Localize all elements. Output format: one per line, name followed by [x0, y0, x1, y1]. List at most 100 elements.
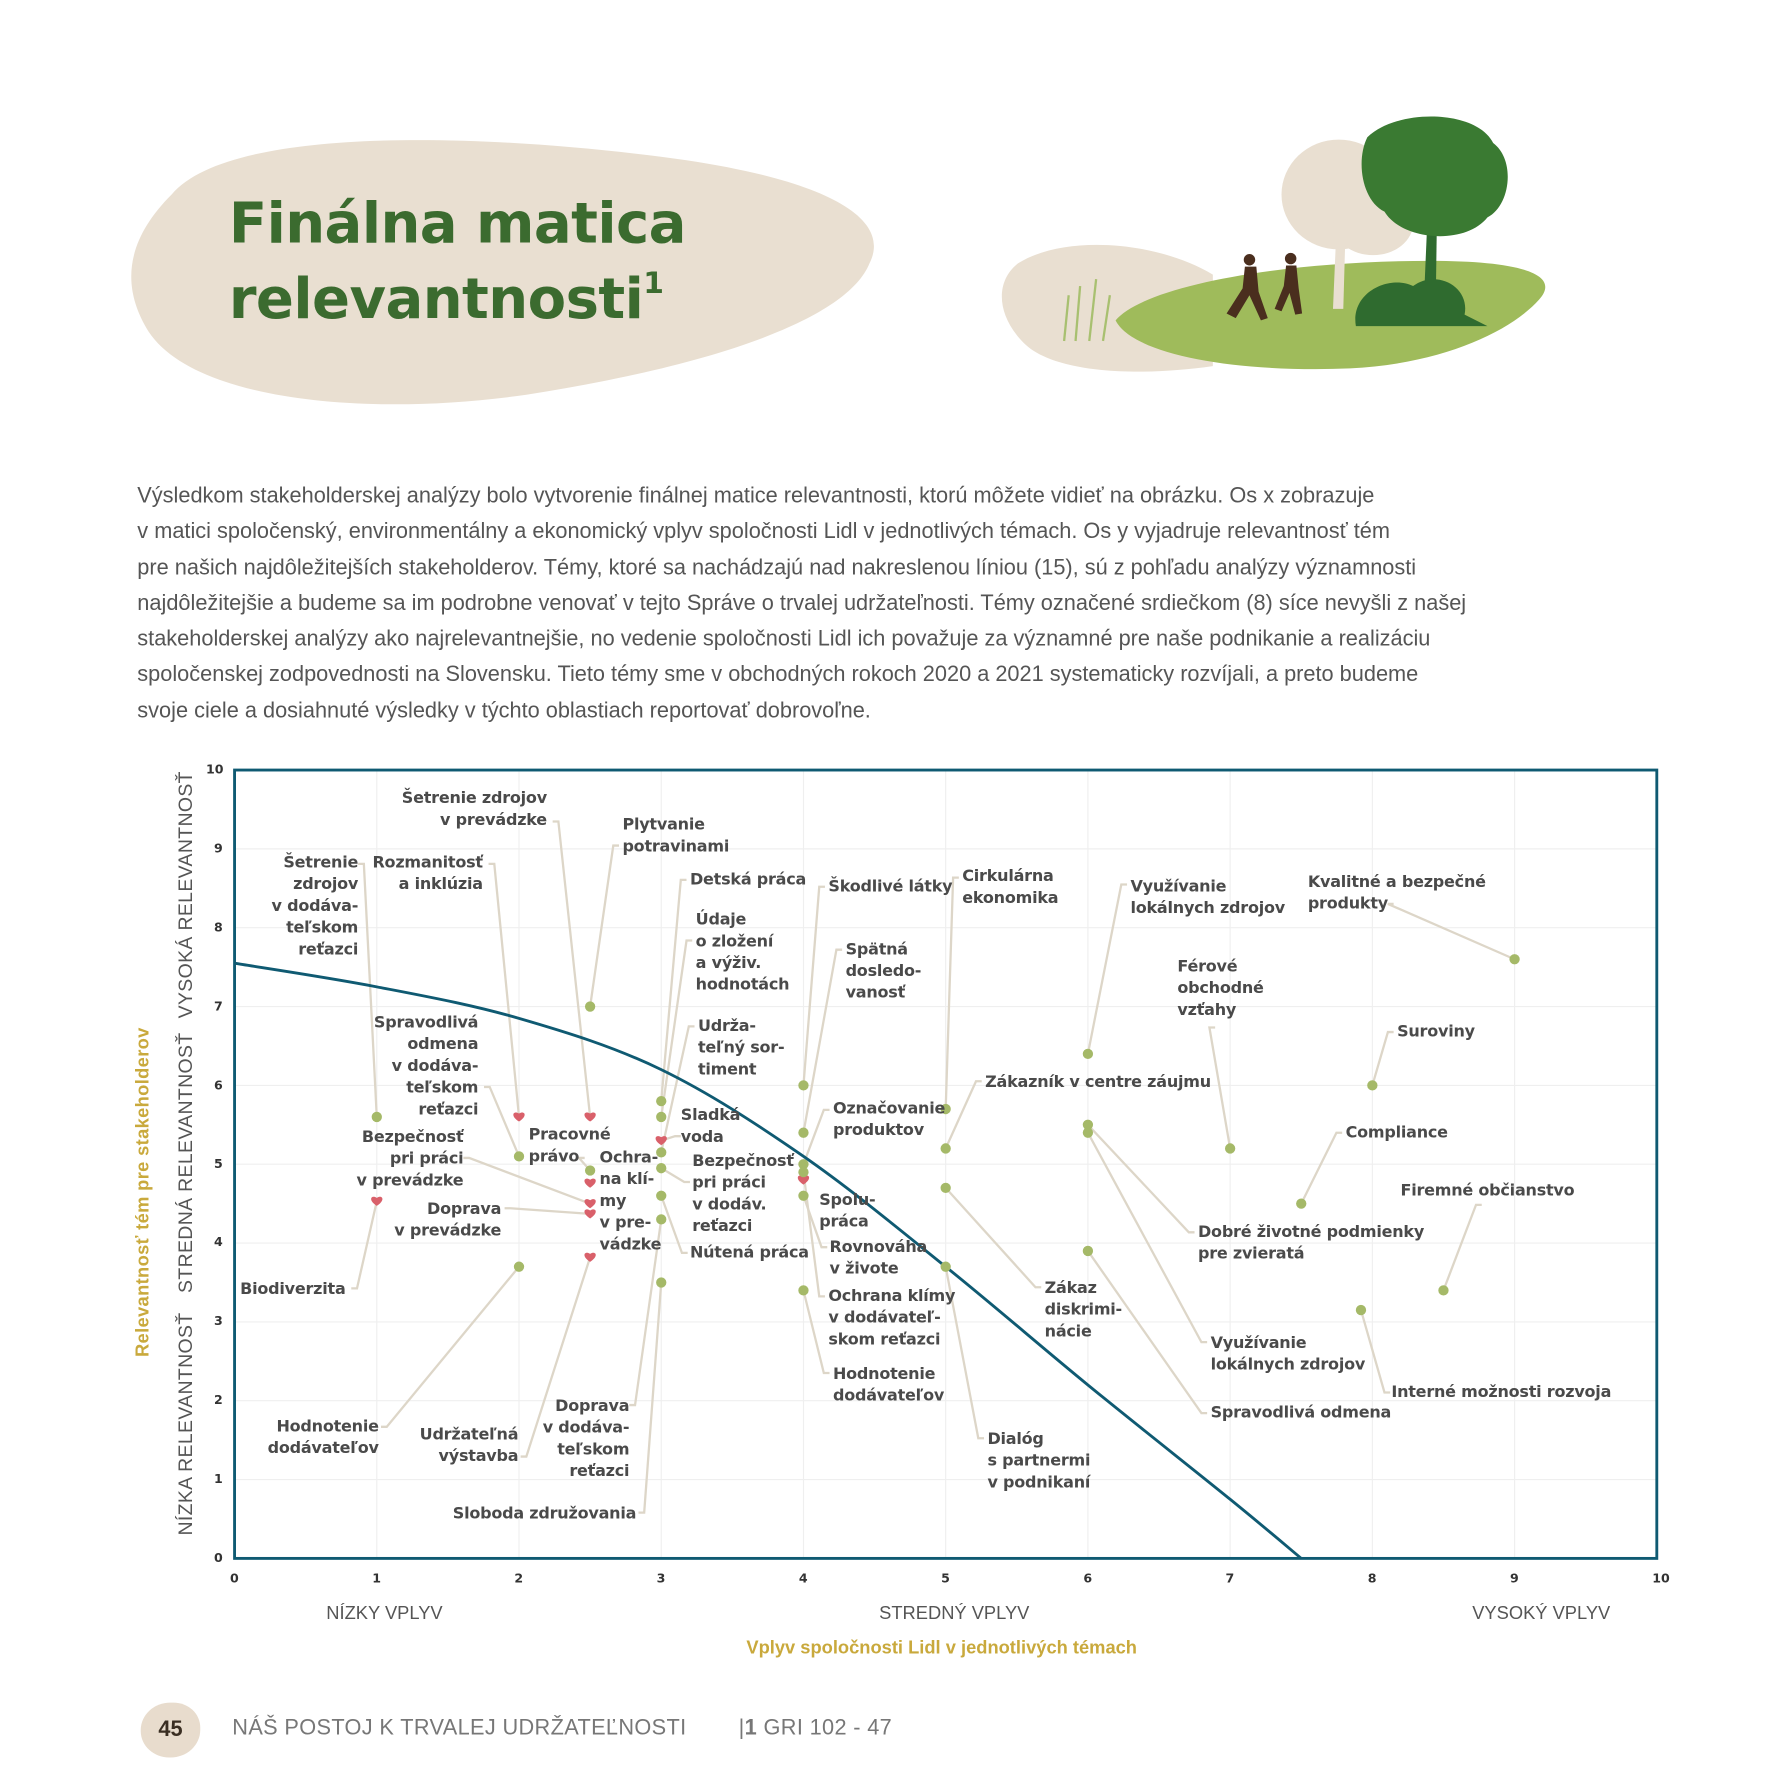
- topic-label: Využívanie lokálnych zdrojov: [1130, 877, 1285, 918]
- topic-label: Škodlivé látky: [828, 877, 953, 896]
- x-tick-label: 3: [656, 1570, 666, 1586]
- x-tick-label: 4: [798, 1570, 808, 1586]
- intro-line: stakeholderskej analýzy ako najrelevantn…: [137, 627, 1431, 652]
- leader-line: [660, 1167, 690, 1184]
- topic-label: Spätná dosledo- vanosť: [845, 940, 922, 1003]
- topic-label: Ochra- na klí- my v pre- vádzke: [599, 1148, 662, 1255]
- y-tick-label: 4: [213, 1235, 223, 1250]
- dot-marker: [656, 1190, 667, 1201]
- topic-label: Doprava v prevádzke: [394, 1200, 502, 1241]
- topic-label: Spravodlivá odmena v dodáva- teľskom reť…: [373, 1013, 479, 1120]
- leader-line: [638, 1282, 663, 1514]
- x-tick-label: 7: [1225, 1570, 1235, 1586]
- topic-label: Dobré životné podmienky pre zvieratá: [1197, 1223, 1425, 1264]
- dot-marker: [798, 1166, 809, 1178]
- leader-line: [944, 876, 959, 1110]
- dot-marker: [1367, 1080, 1378, 1091]
- leader-line: [660, 878, 687, 1102]
- intro-line: spoločenskej zodpovednosti na Slovensku.…: [137, 663, 1419, 688]
- heart-marker: [584, 1112, 596, 1122]
- leader-line: [1442, 1203, 1482, 1291]
- intro-line: svoje ciele a dosiahnuté výsledky v tých…: [137, 698, 871, 723]
- park-illustration-icon: [1001, 116, 1546, 372]
- leader-line: [944, 1266, 985, 1440]
- leader-line: [1208, 1026, 1232, 1149]
- dot-marker: [1082, 1119, 1094, 1130]
- intro-line: Výsledkom stakeholderskej analýzy bolo v…: [137, 483, 1375, 509]
- topic-label: Cirkulárna ekonomika: [962, 867, 1059, 908]
- dot-marker: [798, 1080, 809, 1091]
- topic-label: Sloboda združovania: [452, 1504, 637, 1523]
- leader-line: [802, 885, 825, 1086]
- intro-line: najdôležitejšie a budeme sa im podrobne …: [137, 591, 1467, 616]
- dot-marker: [656, 1111, 667, 1123]
- x-tick-label: 8: [1367, 1570, 1377, 1586]
- heart-marker: [584, 1178, 596, 1188]
- dot-marker: [940, 1103, 951, 1115]
- topic-label: Suroviny: [1397, 1022, 1475, 1042]
- x-band-low: NÍZKY VPLYV: [326, 1604, 443, 1624]
- leader-line: [1359, 1309, 1391, 1394]
- leader-line: [944, 1187, 1042, 1289]
- topic-label: Ochrana klímy v dodávateľ- skom reťazci: [828, 1287, 956, 1350]
- footer-chapter: 1: [744, 1716, 758, 1741]
- y-axis-title: Relevantnosť tém pre stakeholderov: [133, 1027, 154, 1358]
- x-tick-label: 0: [229, 1570, 239, 1586]
- dot-marker: [1438, 1285, 1449, 1296]
- x-band-high: VYSOKÝ VPLYV: [1472, 1604, 1611, 1624]
- heart-marker: [797, 1175, 810, 1185]
- leader-line: [483, 1085, 521, 1157]
- page-title: Finálna matica relevantnosti1: [228, 194, 687, 332]
- x-tick-label: 6: [1083, 1570, 1093, 1586]
- topic-label: Pracovné právo: [528, 1125, 611, 1166]
- heart-marker: [584, 1209, 596, 1219]
- topic-label: Udržateľná výstavba: [419, 1425, 519, 1466]
- dot-marker: [1082, 1048, 1094, 1060]
- dot-marker: [513, 1151, 525, 1162]
- topic-label: Plytvanie potravinami: [622, 815, 730, 856]
- y-tick-label: 7: [213, 998, 223, 1014]
- leader-line: [802, 1195, 828, 1249]
- topic-label: Bezpečnosť pri práci v prevádzke: [356, 1128, 464, 1190]
- y-tick-label: 6: [213, 1077, 223, 1093]
- x-axis-title: Vplyv spoločnosti Lidl v jednotlivých té…: [746, 1638, 1137, 1658]
- x-tick-label: 5: [941, 1570, 950, 1586]
- y-tick-label: 0: [213, 1550, 223, 1566]
- topic-label: Zákaz diskrimi- nácie: [1044, 1279, 1123, 1342]
- materiality-matrix-chart: [233, 768, 1659, 1560]
- dot-marker: [656, 1277, 667, 1288]
- topic-label: Firemné občianstvo: [1400, 1181, 1575, 1201]
- dot-marker: [940, 1143, 951, 1154]
- dot-marker: [584, 1001, 596, 1012]
- leader-line: [802, 948, 843, 1133]
- x-tick-label: 10: [1652, 1570, 1670, 1586]
- leader-line: [1087, 1124, 1195, 1234]
- dot-marker: [584, 1165, 596, 1176]
- y-band-low: NÍZKA RELEVANTNOSŤ: [175, 1312, 197, 1536]
- dot-marker: [1224, 1143, 1236, 1154]
- leader-line: [802, 1108, 830, 1165]
- title-line-2: relevantnosti: [228, 266, 644, 332]
- leader-line: [1300, 1131, 1343, 1205]
- y-tick-label: 10: [205, 762, 224, 777]
- footer-separator: |: [738, 1716, 745, 1741]
- leader-line: [351, 1201, 378, 1290]
- dot-marker: [940, 1182, 951, 1194]
- dot-marker: [1082, 1127, 1094, 1138]
- topic-label: Nútená práca: [689, 1243, 809, 1263]
- dot-marker: [656, 1096, 667, 1107]
- dot-marker: [1082, 1245, 1094, 1257]
- leader-line: [381, 1265, 520, 1428]
- topic-label: Kvalitné a bezpečné produkty: [1307, 873, 1486, 914]
- y-band-high: VYSOKÁ RELEVANTNOSŤ: [175, 771, 197, 1019]
- leader-line: [488, 862, 521, 1118]
- dot-marker: [798, 1127, 809, 1138]
- dot-marker: [798, 1285, 809, 1296]
- leader-line: [944, 1080, 982, 1149]
- leader-line: [576, 1156, 591, 1172]
- topic-label: Šetrenie zdrojov v dodáva- teľskom reťaz…: [271, 853, 359, 959]
- header-graphics: [131, 116, 1546, 405]
- y-tick-label: 1: [213, 1471, 223, 1487]
- topic-label: Šetrenie zdrojov v prevádzke: [401, 789, 547, 830]
